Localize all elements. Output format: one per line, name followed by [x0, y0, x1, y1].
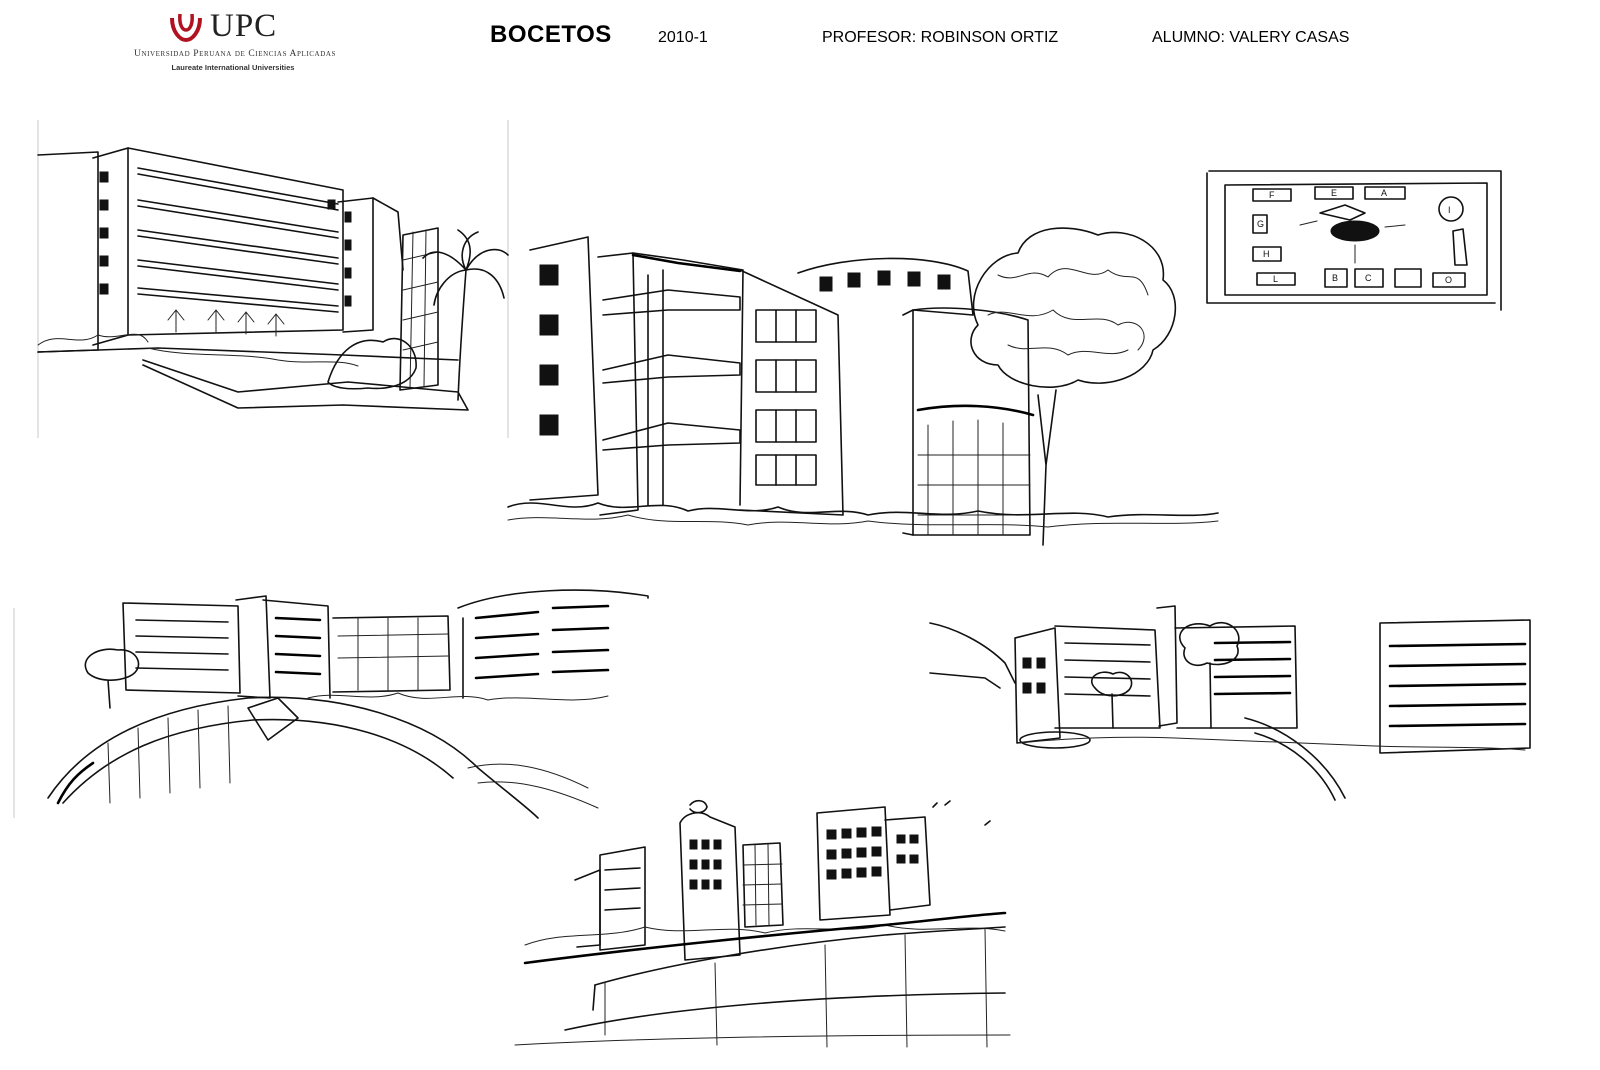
plan-label-e: E: [1331, 188, 1337, 198]
professor-label: PROFESOR: ROBINSON ORTIZ: [822, 29, 1059, 46]
sketch-site-plan: F E A G H L B C O I: [1205, 165, 1507, 315]
plan-label-l: L: [1273, 274, 1278, 284]
page-title: BOCETOS: [490, 21, 612, 48]
sketch-building-palm: [38, 120, 513, 438]
plan-label-c: C: [1365, 273, 1372, 283]
sketch-campus-canopy: [505, 795, 1015, 1055]
plan-label-g: G: [1257, 219, 1264, 229]
plan-label-b: B: [1332, 273, 1338, 283]
upc-logo: UPC Universidad Peruana de Ciencias Apli…: [128, 6, 338, 74]
plan-label-a: A: [1381, 188, 1387, 198]
plan-label-o: O: [1445, 275, 1452, 285]
logo-wordmark: UPC: [210, 8, 278, 44]
sketch-building-stairs-tree: [508, 215, 1223, 547]
plan-label-i: I: [1448, 205, 1451, 215]
period-label: 2010-1: [658, 29, 708, 46]
plan-label-h: H: [1263, 249, 1270, 259]
upc-emblem-icon: [170, 13, 202, 43]
logo-network-name: Laureate International Universities: [171, 63, 295, 72]
plan-label-f: F: [1269, 190, 1275, 200]
student-label: ALUMNO: VALERY CASAS: [1152, 29, 1350, 46]
sketch-campus-panorama-right: [925, 588, 1537, 810]
sketch-campus-panorama-left: [8, 578, 658, 828]
logo-university-name: Universidad Peruana de Ciencias Aplicada…: [133, 49, 337, 59]
